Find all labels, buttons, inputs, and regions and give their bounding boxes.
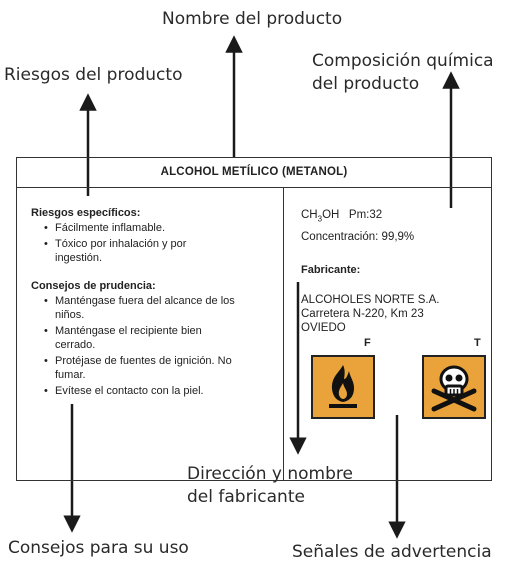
advice-item: Evítese el contacto con la piel. — [31, 384, 276, 398]
advice-list: Manténgase fuera del alcance de los niño… — [31, 294, 276, 398]
callout-manufacturer-2: del fabricante — [187, 487, 305, 507]
concentration: Concentración: 99,9% — [301, 231, 415, 244]
product-label: ALCOHOL METÍLICO (METANOL) Riesgos espec… — [16, 157, 492, 481]
formula-line: CH3OH Pm:32 — [301, 208, 486, 226]
callout-composition-1: Composición química — [312, 51, 494, 71]
callout-composition-2: del producto — [312, 74, 420, 94]
manufacturer-city: OVIEDO — [301, 322, 346, 335]
advice-item: Protéjase de fuentes de ignición. No fum… — [31, 354, 255, 382]
manufacturer-heading: Fabricante: — [301, 264, 361, 277]
molar-mass: Pm:32 — [348, 209, 383, 221]
advice-heading: Consejos de prudencia: — [31, 280, 156, 292]
callout-usage: Consejos para su uso — [8, 538, 189, 558]
manufacturer-name: ALCOHOLES NORTE S.A. — [301, 294, 440, 307]
risk-item: Fácilmente inflamable. — [31, 221, 276, 235]
callout-manufacturer-1: Dirección y nombre — [187, 464, 353, 484]
callout-warnings: Señales de advertencia — [292, 542, 492, 562]
callout-risks: Riesgos del producto — [4, 65, 183, 85]
callout-product-name: Nombre del producto — [162, 9, 343, 29]
label-divider — [283, 187, 284, 480]
label-title: ALCOHOL METÍLICO (METANOL) — [17, 158, 491, 188]
skull-crossbones-icon — [422, 355, 486, 419]
formula: CH3OH — [301, 209, 340, 224]
right-column: CH3OH Pm:32 Concentración: 99,9% Fabrica… — [301, 208, 486, 335]
hazard-t-letter: T — [474, 337, 481, 349]
manufacturer-address: Carretera N-220, Km 23 — [301, 308, 424, 321]
risks-heading: Riesgos específicos: — [31, 207, 141, 219]
left-column: Riesgos específicos: Fácilmente inflamab… — [31, 206, 276, 400]
advice-item: Manténgase fuera del alcance de los niño… — [31, 294, 250, 322]
risks-list: Fácilmente inflamable. Tóxico por inhala… — [31, 221, 276, 265]
hazard-f-letter: F — [364, 337, 371, 349]
advice-item: Manténgase el recipiente bien cerrado. — [31, 324, 225, 352]
flame-icon — [311, 355, 375, 419]
risk-item: Tóxico por inhalación y por ingestión. — [31, 237, 205, 265]
